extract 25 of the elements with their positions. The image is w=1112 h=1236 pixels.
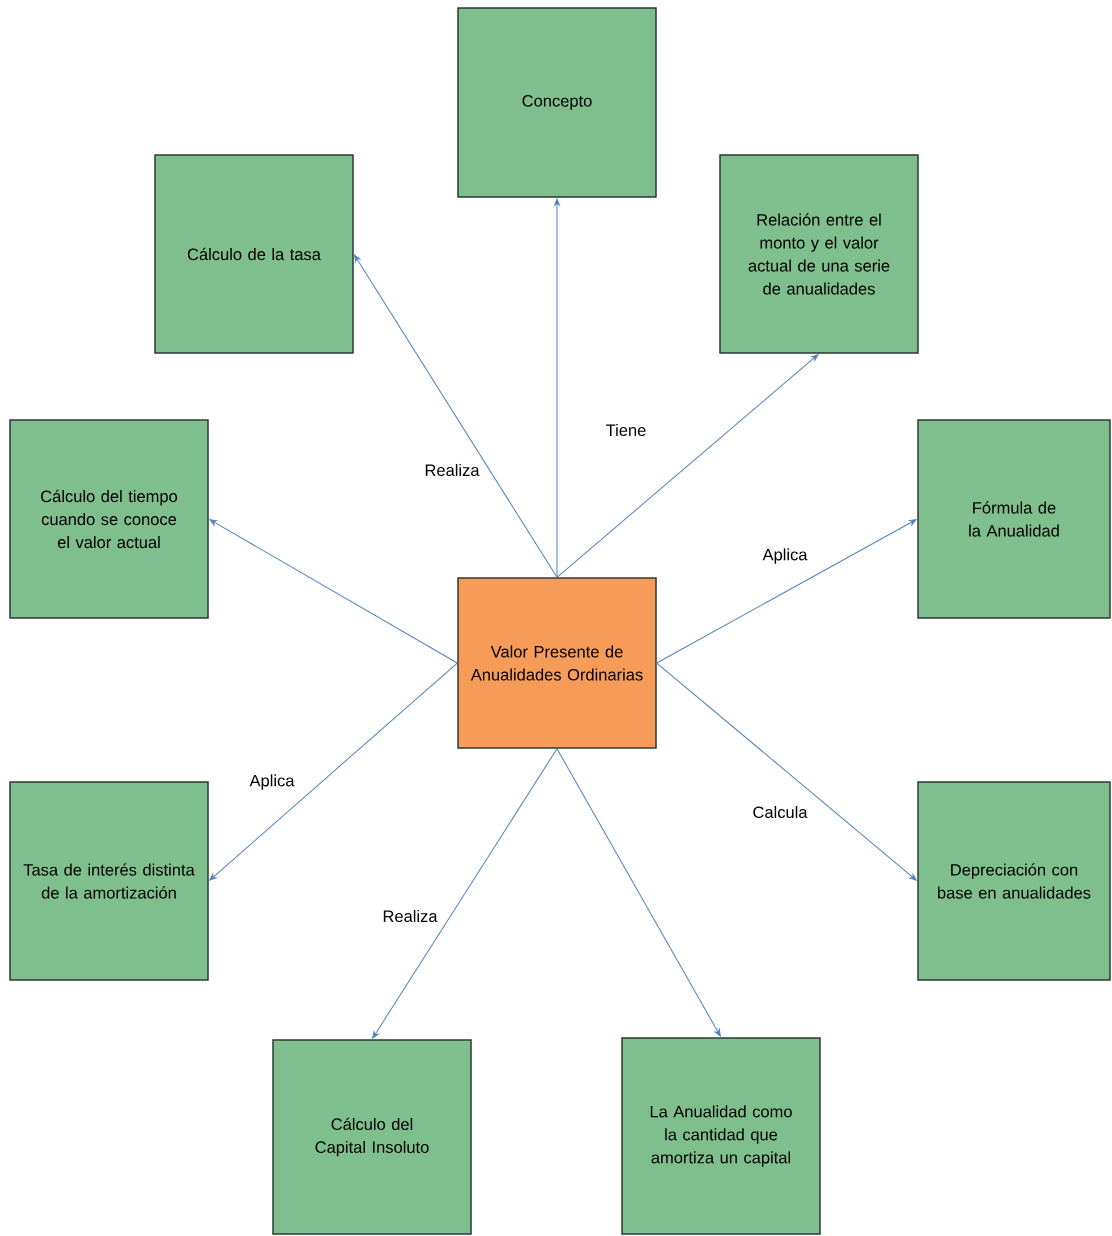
edge-label: Aplica — [760, 546, 810, 566]
edge-label: Realiza — [422, 461, 482, 479]
edge-label: Calcula — [750, 803, 810, 821]
arrow — [554, 198, 560, 578]
edge-label: Tiene — [603, 421, 649, 439]
topic-box: Fórmula de la Anualidad — [917, 419, 1111, 619]
topic-box: Relación entre el monto y el valor actual de una serie de anualidades — [719, 154, 919, 354]
arrow — [372, 748, 558, 1039]
topic-box: Concepto — [457, 7, 657, 198]
arrow — [354, 254, 558, 578]
topic-box: La Anualidad como la cantidad que amortiza un capital — [621, 1037, 821, 1235]
topic-box: Cálculo del tiempo cuando se conoce el valor actual — [9, 419, 209, 619]
central-box: Valor Presente de Anualidades Ordinarias — [457, 577, 657, 749]
arrow — [556, 748, 721, 1037]
arrow — [209, 662, 458, 881]
arrow — [209, 519, 458, 664]
edge-label: Realiza — [380, 907, 440, 925]
arrow — [656, 662, 917, 881]
topic-box: Tasa de interés distinta de la amortización — [9, 781, 209, 981]
topic-box: Depreciación con base en anualidades — [917, 781, 1111, 981]
topic-box: Cálculo de la tasa — [154, 154, 354, 354]
edge-label: Aplica — [247, 772, 297, 792]
arrow — [556, 354, 819, 578]
arrow — [656, 519, 917, 664]
topic-box: Cálculo del Capital Insoluto — [272, 1039, 472, 1235]
